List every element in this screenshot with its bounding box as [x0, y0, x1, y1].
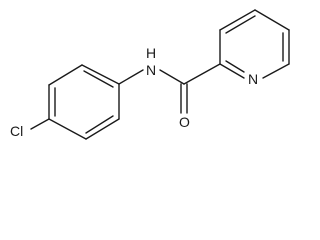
bond-carbonyl-pyridine [183, 63, 221, 85]
chlorine-label: Cl [10, 123, 23, 139]
amide-nitrogen-label: N [146, 62, 156, 78]
amide-hydrogen-label: H [146, 45, 156, 61]
pyridine-nitrogen-label: N [248, 71, 258, 87]
bond [219, 63, 245, 79]
bond [254, 9, 290, 31]
double-bond-inner [85, 115, 114, 134]
structure-diagram: Cl H N O N [10, 9, 290, 140]
double-bond-inner [225, 60, 245, 73]
bond [262, 63, 290, 79]
bond-to-chlorine [30, 118, 50, 130]
double-bond-inner [225, 15, 256, 34]
bond [48, 118, 87, 140]
bond [48, 64, 83, 86]
bond [85, 118, 120, 140]
bond-nitrogen-carbonyl [159, 69, 185, 85]
molecule-drawing: Cl H N O N [10, 9, 290, 140]
carbonyl-oxygen-label: O [179, 114, 190, 130]
double-bond-inner [83, 70, 114, 88]
bond [81, 64, 120, 85]
pyridine-ring [219, 9, 290, 79]
chlorophenyl-ring [48, 64, 120, 140]
bond [219, 9, 256, 31]
bond-aryl-nitrogen [118, 69, 144, 85]
